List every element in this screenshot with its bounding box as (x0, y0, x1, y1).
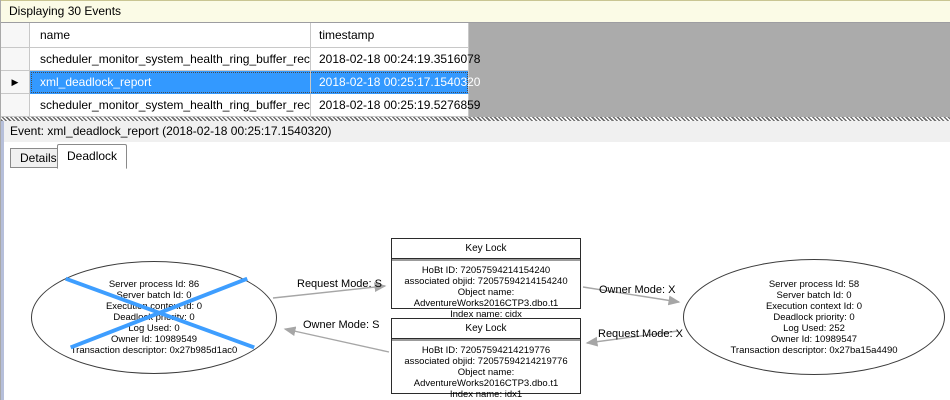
row-selector[interactable] (1, 48, 30, 71)
detail-tabstrip: Details Deadlock (4, 143, 950, 169)
edge-label-request-s: Request Mode: S (297, 278, 382, 290)
process-attr: Server process Id: 86 (108, 279, 200, 290)
resource-attr: HoBt ID: 72057594214154240 (421, 265, 551, 276)
resource-node-keylock-top[interactable]: Key Lock HoBt ID: 72057594214154240 asso… (391, 238, 581, 320)
events-grid: name timestamp scheduler_monitor_system_… (1, 23, 950, 117)
edge-label-owner-x: Owner Mode: X (599, 284, 676, 296)
process-attr: Execution context Id: 0 (765, 300, 863, 312)
process-attr: Transaction descriptor: 0x27ba15a4490 (730, 344, 898, 356)
process-node-victim[interactable]: Server process Id: 86 Server batch Id: 0… (31, 261, 277, 374)
process-attr: Deadlock priority: 0 (113, 312, 195, 323)
event-name-cell[interactable]: scheduler_monitor_system_health_ring_buf… (30, 48, 311, 71)
resource-title-separator (392, 259, 580, 262)
grid-header-row: name timestamp (1, 23, 469, 48)
process-attr: Server process Id: 58 (768, 278, 860, 290)
resource-title-separator (392, 339, 580, 342)
resource-attr: Object name: AdventureWorks2016CTP3.dbo.… (413, 367, 559, 389)
process-attr: Server batch Id: 0 (776, 289, 852, 301)
selected-event-bar: Event: xml_deadlock_report (2018-02-18 0… (4, 121, 950, 142)
current-row-arrow-icon: ▶ (11, 76, 19, 87)
events-count-label: Displaying 30 Events (9, 4, 122, 18)
resource-title: Key Lock (392, 319, 580, 339)
resource-node-keylock-bottom[interactable]: Key Lock HoBt ID: 72057594214219776 asso… (391, 318, 581, 400)
table-row[interactable]: scheduler_monitor_system_health_ring_buf… (1, 48, 480, 71)
column-header-timestamp[interactable]: timestamp (311, 23, 469, 48)
resource-attr: associated objid: 72057594214219776 (404, 356, 568, 367)
edge-label-owner-s: Owner Mode: S (303, 319, 380, 331)
resource-attr: HoBt ID: 72057594214219776 (421, 345, 551, 356)
selected-event-label: Event: xml_deadlock_report (2018-02-18 0… (10, 124, 332, 138)
column-header-name[interactable]: name (30, 23, 311, 48)
table-row-selected[interactable]: ▶ xml_deadlock_report 2018-02-18 00:25:1… (1, 71, 480, 94)
edge-label-request-x: Request Mode: X (598, 328, 683, 340)
event-timestamp-cell[interactable]: 2018-02-18 00:25:19.5276859 (311, 94, 480, 117)
resource-attr: Index name: idx1 (449, 389, 523, 400)
process-attr: Deadlock priority: 0 (773, 311, 855, 323)
tab-deadlock[interactable]: Deadlock (57, 144, 128, 169)
resource-attr: associated objid: 72057594214154240 (404, 276, 568, 287)
resource-title: Key Lock (392, 239, 580, 259)
process-attr: Server batch Id: 0 (116, 290, 192, 301)
events-grid-table: name timestamp scheduler_monitor_system_… (1, 23, 480, 117)
process-node[interactable]: Server process Id: 58 Server batch Id: 0… (683, 259, 945, 375)
process-attr: Owner Id: 10989547 (770, 333, 858, 345)
event-timestamp-cell[interactable]: 2018-02-18 00:25:17.1540320 (311, 71, 480, 94)
process-attr: Log Used: 252 (783, 322, 845, 334)
resource-attr: Object name: AdventureWorks2016CTP3.dbo.… (413, 287, 559, 309)
process-attr: Owner Id: 10989549 (110, 334, 198, 345)
events-count-bar: Displaying 30 Events (1, 0, 950, 23)
process-attr: Log Used: 0 (128, 323, 180, 334)
table-row[interactable]: scheduler_monitor_system_health_ring_buf… (1, 94, 480, 117)
process-attr: Transaction descriptor: 0x27b985d1ac0 (70, 345, 238, 356)
resource-attr: Index name: cidx (450, 309, 522, 320)
row-selector[interactable]: ▶ (1, 71, 30, 94)
row-selector[interactable] (1, 94, 30, 117)
event-name-cell[interactable]: xml_deadlock_report (30, 71, 311, 94)
event-timestamp-cell[interactable]: 2018-02-18 00:24:19.3516078 (311, 48, 480, 71)
event-name-cell[interactable]: scheduler_monitor_system_health_ring_buf… (30, 94, 311, 117)
pane-splitter[interactable] (1, 117, 950, 121)
row-selector-header (1, 23, 30, 48)
process-attr: Execution context Id: 0 (105, 301, 203, 312)
